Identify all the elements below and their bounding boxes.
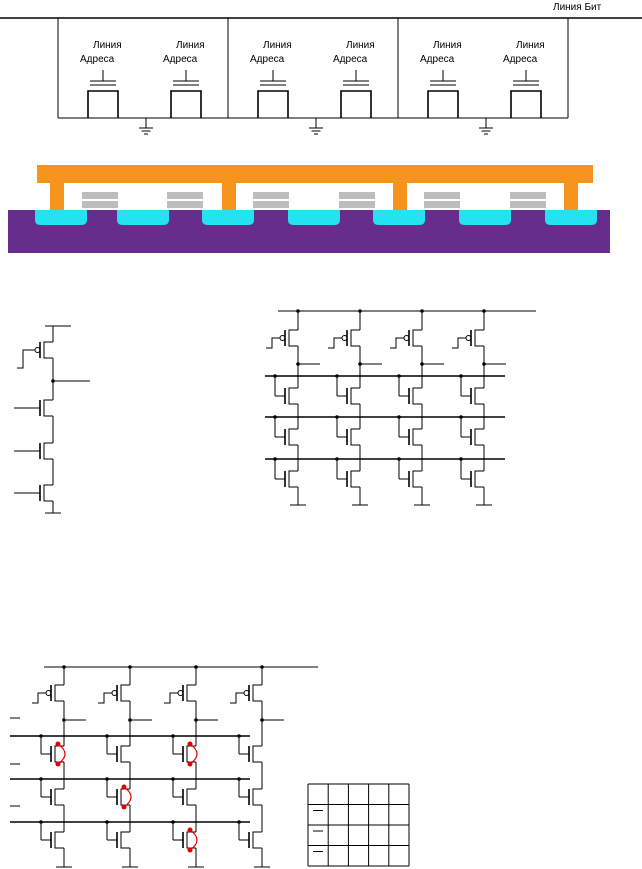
metal-contact (222, 183, 236, 213)
fuse-link (189, 829, 198, 851)
nmos-channel (54, 788, 64, 806)
control-gate (424, 192, 460, 199)
nmos-channel (43, 399, 53, 417)
transistor-channel (340, 90, 372, 118)
nmos-channel (120, 831, 130, 849)
address-line-label: Адреса (250, 54, 285, 65)
floating-gate (339, 201, 375, 208)
nmos-channel (288, 428, 298, 446)
nmos-channel (412, 428, 422, 446)
nand-series-schematic (14, 325, 90, 514)
diffusion-region (288, 210, 340, 225)
address-line-label: Линия (263, 40, 292, 51)
nmos-channel (412, 470, 422, 488)
pmos-gate-wire (452, 337, 466, 349)
bit-line-label: Линия Бит (553, 2, 602, 13)
pmos-gate-wire (230, 692, 244, 704)
fuse-link (189, 743, 198, 765)
diffusion-region (373, 210, 425, 225)
address-line-label: Линия (516, 40, 545, 51)
address-line-label: Линия (93, 40, 122, 51)
pmos-gate-wire (328, 337, 342, 349)
control-gate (167, 192, 203, 199)
pmos-channel (186, 684, 196, 702)
control-gate (510, 192, 546, 199)
pmos-channel (474, 329, 484, 347)
transistor-channel (257, 90, 289, 118)
nmos-channel (252, 745, 262, 763)
nmos-channel (120, 745, 130, 763)
nmos-channel (350, 470, 360, 488)
address-line-label: Адреса (80, 54, 115, 65)
control-gate (82, 192, 118, 199)
nand-array-schematic (265, 309, 536, 506)
pmos-gate-wire (266, 337, 280, 349)
nmos-channel (474, 387, 484, 405)
control-gate (253, 192, 289, 199)
address-line-label: Адреса (503, 54, 538, 65)
address-line-label: Линия (433, 40, 462, 51)
nmos-channel (474, 470, 484, 488)
state-table (307, 783, 410, 867)
address-line-label: Адреса (163, 54, 198, 65)
cross-section-diagram (8, 165, 610, 253)
diffusion-region (545, 210, 597, 225)
pmos-channel (54, 684, 64, 702)
pmos-channel (350, 329, 360, 347)
transistor-channel (427, 90, 459, 118)
metal-line (37, 165, 593, 183)
diffusion-region (459, 210, 511, 225)
diffusion-region (117, 210, 169, 225)
transistor-channel (87, 90, 119, 118)
floating-gate (510, 201, 546, 208)
metal-contact (393, 183, 407, 213)
floating-gate (424, 201, 460, 208)
nmos-channel (350, 428, 360, 446)
pmos-gate-wire (17, 349, 35, 369)
diffusion-region (35, 210, 87, 225)
metal-contact (564, 183, 578, 213)
diffusion-region (202, 210, 254, 225)
pmos-gate-wire (164, 692, 178, 704)
pmos-gate-wire (390, 337, 404, 349)
nmos-channel (412, 387, 422, 405)
floating-gate (167, 201, 203, 208)
nmos-channel (288, 387, 298, 405)
pmos-gate-wire (98, 692, 112, 704)
address-line-label: Линия (346, 40, 375, 51)
programmed-array-schematic (10, 665, 318, 868)
pmos-channel (120, 684, 130, 702)
pmos-channel (288, 329, 298, 347)
metal-contact (50, 183, 64, 213)
control-gate (339, 192, 375, 199)
fuse-link (57, 743, 66, 765)
nmos-channel (288, 470, 298, 488)
nmos-channel (252, 831, 262, 849)
floating-gate (82, 201, 118, 208)
nmos-channel (186, 788, 196, 806)
transistor-channel (170, 90, 202, 118)
pmos-gate-wire (32, 692, 46, 704)
fuse-link (123, 786, 132, 808)
transistor-channel (510, 90, 542, 118)
nmos-channel (54, 831, 64, 849)
address-line-label: Адреса (420, 54, 455, 65)
nmos-channel (474, 428, 484, 446)
pmos-channel (412, 329, 422, 347)
address-line-label: Адреса (333, 54, 368, 65)
nmos-channel (350, 387, 360, 405)
nmos-channel (43, 484, 53, 502)
nmos-channel (43, 442, 53, 460)
address-line-label: Линия (176, 40, 205, 51)
floating-gate (253, 201, 289, 208)
pmos-channel (43, 341, 53, 359)
nmos-channel (252, 788, 262, 806)
pmos-channel (252, 684, 262, 702)
